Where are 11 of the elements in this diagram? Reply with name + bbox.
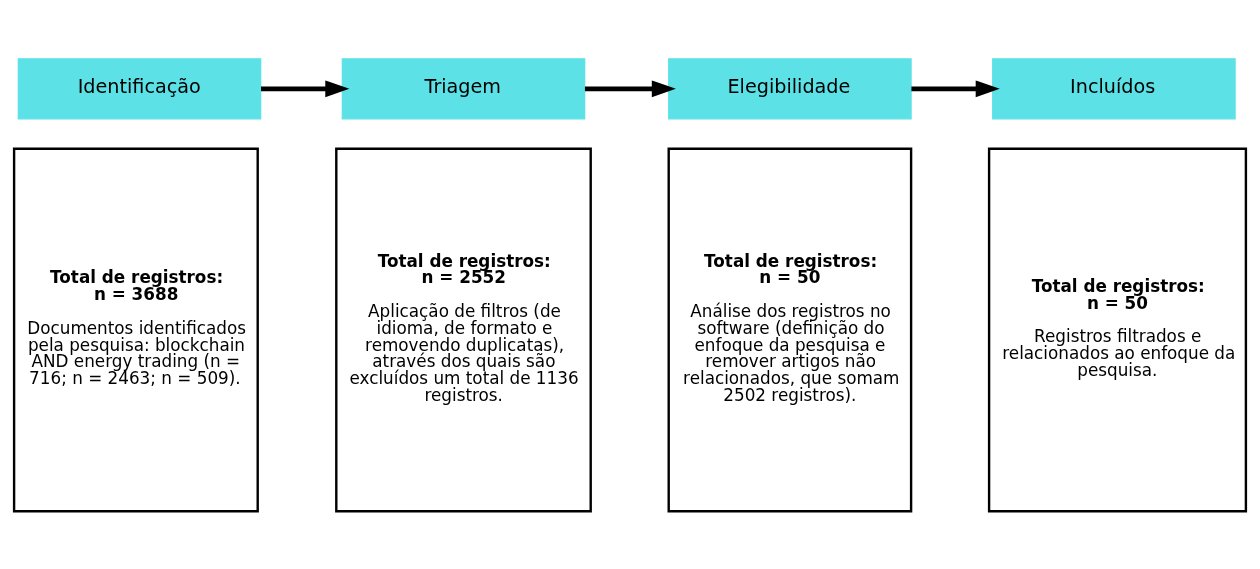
node-box: Total de registros: n = 50 Registros filtrados e relacionados ao enfoque da pesquisa. xyxy=(987,147,1248,512)
node-box: Total de registros: n = 3688 Documentos identificados pela pesquisa: blockchain AND energy trading (n = 716; n = 2463; n = 509). xyxy=(12,147,259,512)
node-box: Total de registros: n = 2552 Aplicação de filtros (de idioma, de formato e removendo duplicatas), através dos quais são excluídos um total de 1136 registros. xyxy=(335,147,592,512)
node-box: Elegibilidade xyxy=(668,57,912,119)
node-box: Total de registros: n = 50 Análise dos registros no software (definição do enfoque da pesquisa e remover artigos não relacionados, que somam 2502 registros). xyxy=(667,147,913,512)
node-box: Triagem xyxy=(341,57,586,119)
arrow xyxy=(911,79,1000,97)
node-box: Incluídos xyxy=(992,57,1236,119)
arrow xyxy=(584,79,676,97)
arrow xyxy=(261,79,350,97)
node-box: Identificação xyxy=(17,57,262,119)
